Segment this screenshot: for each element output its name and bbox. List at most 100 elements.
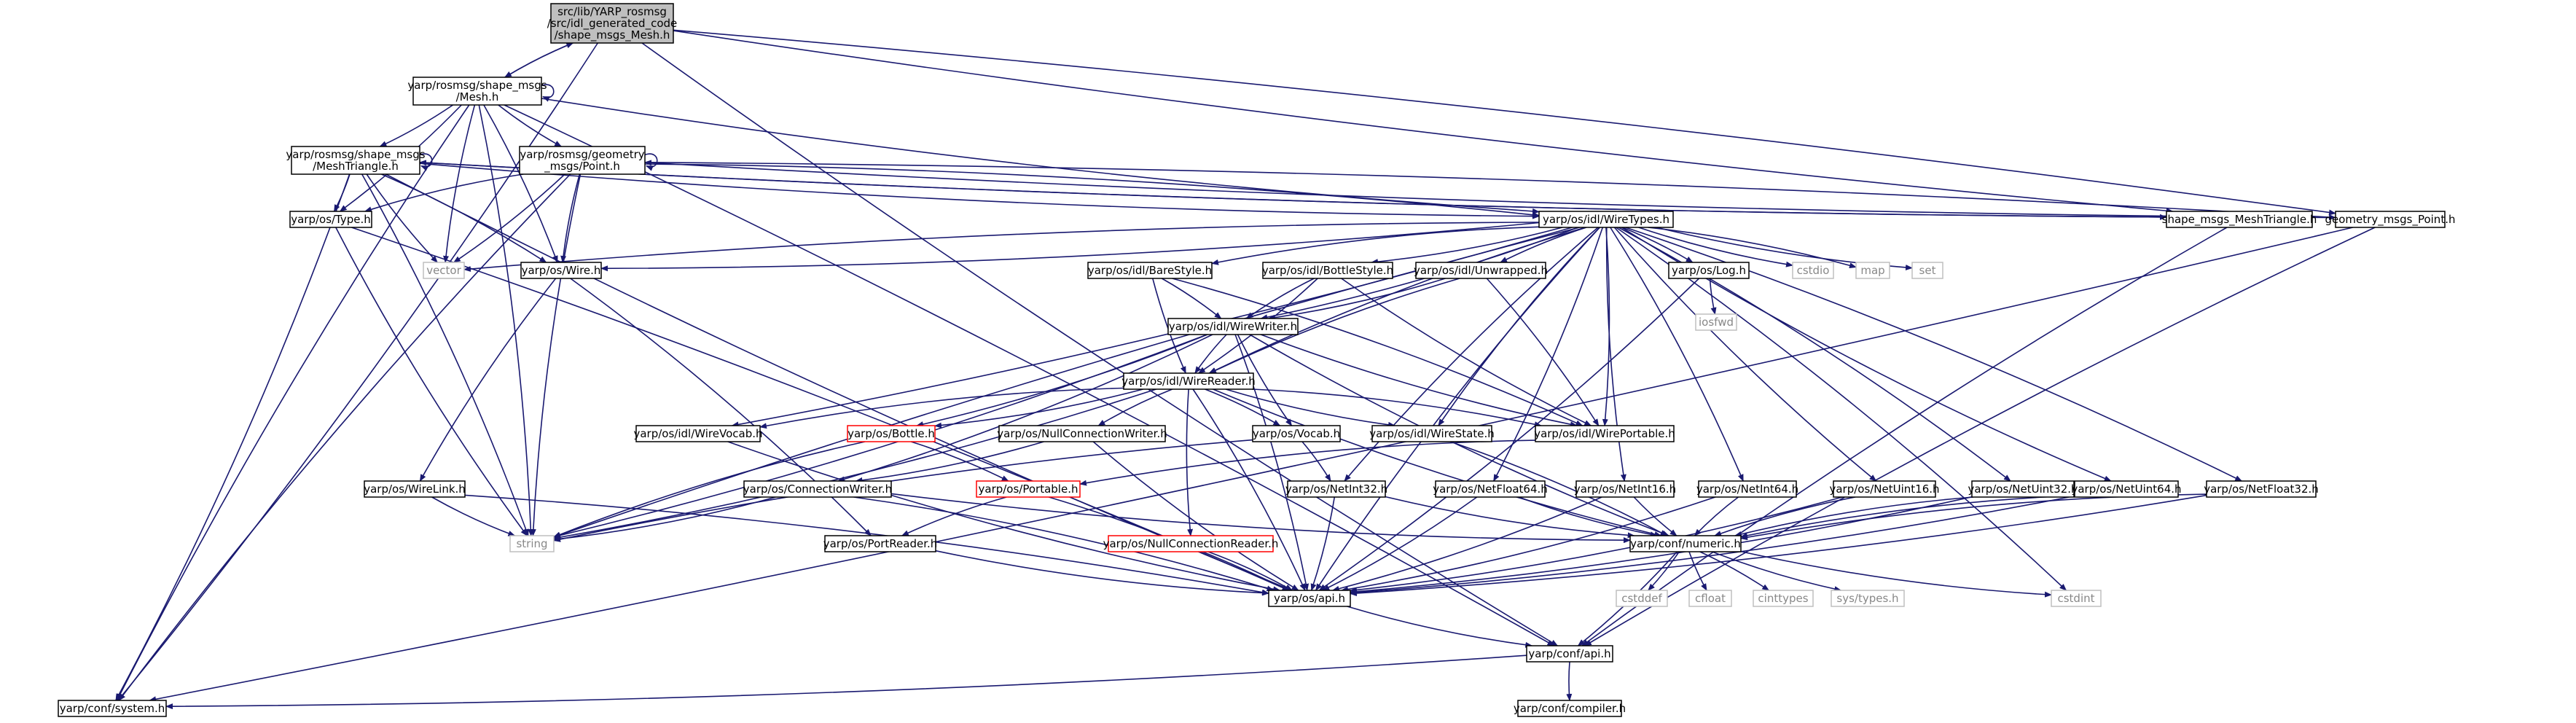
node-shape_mt[interactable]: shape_msgs_MeshTriangle.h	[2162, 211, 2317, 228]
edge-wiretypes-to-wirestate	[1438, 227, 1600, 426]
edge-wirelink-to-string	[431, 496, 516, 536]
node-box-unwrapped	[1415, 262, 1546, 279]
node-label-bottlestyle-0: yarp/os/idl/BottleStyle.h	[1262, 264, 1393, 277]
edge-numeric-to-systypes	[1712, 551, 1842, 593]
edge-bottle-to-portable	[910, 441, 1009, 482]
node-numeric[interactable]: yarp/conf/numeric.h	[1629, 535, 1742, 552]
node-wirereader[interactable]: yarp/os/idl/WireReader.h	[1121, 372, 1256, 390]
node-box-cstdint	[2051, 590, 2102, 607]
edge-mesh-to-mesh_gen	[504, 42, 574, 78]
edge-shape_mt-to-confapi	[1581, 227, 2228, 646]
edge-bottlestyle-to-wireportable	[1341, 278, 1592, 426]
node-label-mesh_gen-0: src/lib/YARP_rosmsg	[557, 5, 667, 19]
edge-confapi-to-system	[165, 654, 1527, 710]
node-mesh[interactable]: yarp/rosmsg/shape_msgs/Mesh.h	[407, 77, 547, 106]
edge-barestyle-to-wirewriter	[1161, 278, 1222, 319]
edge-portable-to-portreader	[901, 496, 1007, 536]
node-wirevocab[interactable]: yarp/os/idl/WireVocab.h	[633, 425, 763, 442]
node-netint64[interactable]: yarp/os/NetInt64.h	[1696, 480, 1798, 498]
edge-log-to-osapi	[1318, 278, 1700, 591]
edge-wirereader-to-wirevocab	[759, 387, 1124, 429]
node-label-wire-0: yarp/os/Wire.h	[522, 264, 601, 277]
node-geom_point[interactable]: geometry_msgs_Point.h	[2325, 211, 2456, 228]
node-box-set	[1911, 262, 1943, 279]
edge-point-to-system	[118, 173, 571, 701]
edge-vocab-to-netint32	[1301, 441, 1331, 482]
node-label-portable-0: yarp/os/Portable.h	[979, 482, 1078, 496]
node-point[interactable]: yarp/rosmsg/geometry_msgs/Point.h	[519, 146, 646, 175]
node-bottlestyle[interactable]: yarp/os/idl/BottleStyle.h	[1262, 262, 1393, 279]
node-netuint16[interactable]: yarp/os/NetUint16.h	[1829, 480, 1940, 498]
edge-wirereader-to-wirestate	[1225, 388, 1395, 428]
edge-wiretypes-to-wire	[600, 222, 1540, 272]
node-box-netuint16	[1833, 480, 1936, 498]
node-netint32[interactable]: yarp/os/NetInt32.h	[1285, 480, 1387, 498]
node-portable[interactable]: yarp/os/Portable.h	[976, 480, 1081, 498]
node-netfloat64[interactable]: yarp/os/NetFloat64.h	[1433, 480, 1548, 498]
edge-point-to-vector	[453, 173, 565, 263]
node-bottle[interactable]: yarp/os/Bottle.h	[847, 425, 936, 442]
node-nullconnreader[interactable]: yarp/os/NullConnectionReader.h	[1103, 535, 1279, 552]
nodes-layer: src/lib/YARP_rosmsg/src/idl_generated_co…	[58, 3, 2456, 717]
node-wiretypes[interactable]: yarp/os/idl/WireTypes.h	[1538, 211, 1674, 228]
node-netuint32[interactable]: yarp/os/NetUint32.h	[1968, 480, 2078, 498]
node-box-wire	[520, 262, 602, 279]
node-cstdio: cstdio	[1792, 262, 1834, 279]
edge-portreader-to-osapi	[935, 550, 1269, 596]
edge-wirereader-to-numeric	[1213, 388, 1662, 537]
node-mesh_gen[interactable]: src/lib/YARP_rosmsg/src/idl_generated_co…	[547, 3, 678, 44]
node-box-log	[1668, 262, 1750, 279]
edge-shape_mt-to-meshtriangle	[419, 160, 2167, 218]
node-label-netuint32-0: yarp/os/NetUint32.h	[1968, 482, 2078, 496]
node-wirestate[interactable]: yarp/os/idl/WireState.h	[1369, 425, 1495, 442]
node-box-type	[289, 211, 372, 228]
node-box-cstddef	[1616, 590, 1668, 607]
node-label-mesh-0: yarp/rosmsg/shape_msgs	[407, 79, 547, 93]
edge-wiretypes-to-cstdio	[1638, 227, 1793, 267]
node-label-point-0: yarp/rosmsg/geometry	[520, 148, 644, 161]
node-box-vocab	[1252, 425, 1341, 442]
node-label-systypes-0: sys/types.h	[1836, 592, 1898, 605]
node-netuint64[interactable]: yarp/os/NetUint64.h	[2071, 480, 2182, 498]
node-wirewriter[interactable]: yarp/os/idl/WireWriter.h	[1167, 318, 1299, 335]
node-label-wireportable-0: yarp/os/idl/WirePortable.h	[1534, 427, 1675, 440]
node-barestyle[interactable]: yarp/os/idl/BareStyle.h	[1087, 262, 1213, 279]
edge-wiretypes-to-osapi	[1315, 227, 1600, 591]
node-wire[interactable]: yarp/os/Wire.h	[520, 262, 602, 279]
edge-connwriter-to-string	[553, 496, 776, 542]
edge-point-to-point	[644, 153, 658, 171]
node-vocab[interactable]: yarp/os/Vocab.h	[1252, 425, 1341, 442]
node-box-map	[1855, 262, 1890, 279]
node-netint16[interactable]: yarp/os/NetInt16.h	[1574, 480, 1676, 498]
node-portreader[interactable]: yarp/os/PortReader.h	[823, 535, 938, 552]
edge-wiretypes-to-log	[1621, 227, 1694, 263]
edge-point-to-type	[364, 173, 524, 213]
edge-netint32-to-numeric	[1385, 496, 1635, 539]
node-label-cstdint-0: cstdint	[2057, 592, 2094, 605]
edge-wiretypes-to-barestyle	[1211, 226, 1540, 265]
node-label-cfloat-0: cfloat	[1695, 592, 1726, 605]
node-label-wirevocab-0: yarp/os/idl/WireVocab.h	[633, 427, 762, 440]
node-type[interactable]: yarp/os/Type.h	[289, 211, 372, 228]
node-label-cinttypes-0: cinttypes	[1758, 592, 1808, 605]
node-system[interactable]: yarp/conf/system.h	[58, 700, 167, 717]
node-label-nullconnwriter-0: yarp/os/NullConnectionWriter.h	[997, 427, 1167, 440]
edge-nullconnreader-to-osapi	[1207, 551, 1293, 591]
node-netfloat32[interactable]: yarp/os/NetFloat32.h	[2204, 480, 2319, 498]
node-label-type-0: yarp/os/Type.h	[291, 213, 371, 226]
node-box-string	[509, 535, 555, 552]
node-connwriter[interactable]: yarp/os/ConnectionWriter.h	[743, 480, 892, 498]
node-confapi[interactable]: yarp/conf/api.h	[1526, 645, 1613, 663]
node-unwrapped[interactable]: yarp/os/idl/Unwrapped.h	[1414, 262, 1548, 279]
node-wireportable[interactable]: yarp/os/idl/WirePortable.h	[1534, 425, 1675, 442]
node-compiler[interactable]: yarp/conf/compiler.h	[1514, 700, 1626, 717]
node-label-set-0: set	[1919, 264, 1936, 277]
node-meshtriangle[interactable]: yarp/rosmsg/shape_msgs/MeshTriangle.h	[286, 146, 426, 175]
node-cinttypes: cinttypes	[1753, 590, 1814, 607]
node-wirelink[interactable]: yarp/os/WireLink.h	[364, 480, 466, 498]
node-nullconnwriter[interactable]: yarp/os/NullConnectionWriter.h	[997, 425, 1167, 442]
edges-layer	[115, 29, 2376, 710]
node-log[interactable]: yarp/os/Log.h	[1668, 262, 1750, 279]
node-osapi[interactable]: yarp/os/api.h	[1268, 590, 1351, 607]
node-label-netint64-0: yarp/os/NetInt64.h	[1696, 482, 1798, 496]
